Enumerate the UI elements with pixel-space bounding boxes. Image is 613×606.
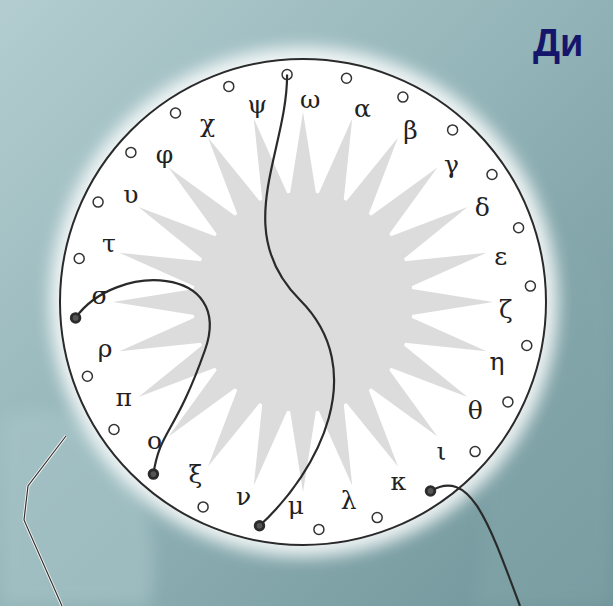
thread bbox=[76, 280, 210, 474]
knot bbox=[427, 487, 435, 495]
letter-label: θ bbox=[468, 397, 483, 422]
letter-label: π bbox=[116, 385, 132, 410]
outer-thread bbox=[24, 436, 66, 606]
letter-label: β bbox=[403, 117, 417, 142]
thread-hole bbox=[398, 92, 408, 102]
thread-hole bbox=[126, 147, 136, 157]
letter-label: ο bbox=[147, 428, 162, 453]
thread-hole bbox=[470, 447, 480, 457]
knot bbox=[149, 470, 157, 478]
thread-hole bbox=[342, 73, 352, 83]
letter-label: ξ bbox=[189, 462, 203, 487]
letter-label: α bbox=[354, 95, 371, 120]
thread-hole bbox=[74, 254, 84, 264]
thread-hole bbox=[448, 125, 458, 135]
thread-hole bbox=[487, 170, 497, 180]
thread-hole bbox=[224, 81, 234, 91]
knot bbox=[72, 314, 80, 322]
letter-label: ι bbox=[436, 438, 446, 463]
letter-label: ω bbox=[300, 87, 320, 112]
letter-label: η bbox=[490, 349, 505, 374]
thread bbox=[431, 486, 521, 606]
thread-hole bbox=[148, 469, 158, 479]
thread-hole bbox=[171, 108, 181, 118]
letter-label: σ bbox=[92, 282, 109, 307]
letter-label: λ bbox=[341, 487, 357, 512]
letter-label: υ bbox=[123, 182, 138, 207]
thread-hole bbox=[372, 513, 382, 523]
hole-ring bbox=[71, 70, 536, 535]
letter-label: ν bbox=[236, 484, 251, 509]
thread-hole bbox=[314, 524, 324, 534]
thread-hole bbox=[514, 223, 524, 233]
letter-label: κ bbox=[390, 469, 406, 494]
thread-hole bbox=[255, 521, 265, 531]
letter-label: χ bbox=[200, 110, 215, 135]
disk-halo bbox=[50, 47, 558, 557]
thread bbox=[260, 75, 335, 526]
thread-group bbox=[72, 75, 520, 606]
thread-hole bbox=[198, 502, 208, 512]
thread-hole bbox=[82, 371, 92, 381]
title: Ди bbox=[533, 22, 583, 65]
letter-label: φ bbox=[156, 141, 174, 166]
letter-label: μ bbox=[288, 492, 304, 517]
thread-hole bbox=[522, 341, 532, 351]
thread-hole bbox=[109, 425, 119, 435]
disk-outline bbox=[60, 59, 546, 545]
thread-hole bbox=[71, 313, 81, 323]
letter-label: ψ bbox=[247, 92, 267, 117]
knot bbox=[256, 522, 264, 530]
letter-label: ε bbox=[494, 244, 507, 269]
thread-hole bbox=[503, 397, 513, 407]
thread-hole bbox=[426, 486, 436, 496]
outer-thread bbox=[24, 436, 66, 606]
letter-label: ρ bbox=[98, 335, 113, 360]
letter-label: γ bbox=[444, 151, 459, 176]
letter-label: δ bbox=[475, 194, 490, 219]
thread-hole bbox=[525, 281, 535, 291]
letter-label: τ bbox=[102, 230, 116, 255]
thread-hole bbox=[93, 197, 103, 207]
letter-label: ζ bbox=[499, 297, 513, 322]
